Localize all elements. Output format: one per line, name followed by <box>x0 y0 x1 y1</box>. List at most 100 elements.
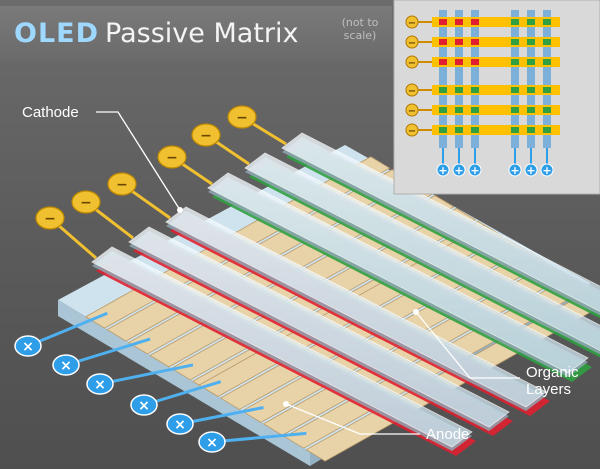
inset-pixel <box>439 59 447 65</box>
organic-leader-dot <box>413 309 419 315</box>
inset-anode-terminal <box>468 163 482 177</box>
negative-sign: − <box>200 128 212 144</box>
inset-pixel <box>511 127 519 133</box>
inset-pixel <box>439 87 447 93</box>
anode-terminal <box>52 354 80 376</box>
inset-anode-terminal <box>524 163 538 177</box>
inset-pixel <box>511 87 519 93</box>
cathode-bar <box>128 226 510 428</box>
organic-layers-label: Organic Layers <box>526 364 579 398</box>
inset-pixel <box>455 59 463 65</box>
positive-sign: × <box>94 377 106 393</box>
title-text: Passive Matrix <box>105 18 299 49</box>
inset-anode-terminal <box>540 163 554 177</box>
negative-sign: − <box>166 150 178 166</box>
inset-pixel <box>455 87 463 93</box>
cathode-terminal <box>227 105 257 129</box>
inset-negative-sign: − <box>408 38 416 49</box>
inset-pixel <box>527 19 535 25</box>
inset-cathode-row <box>432 57 560 67</box>
inset-cathode-terminal <box>405 103 419 117</box>
cathode-bar <box>244 152 600 351</box>
inset-cathode-terminal <box>405 83 419 97</box>
anode-label: Anode <box>426 426 470 443</box>
anode-terminal <box>198 431 226 453</box>
scale-note: (not to scale) <box>341 16 379 42</box>
inset-negative-sign: − <box>408 106 416 117</box>
anode-leader <box>285 403 420 435</box>
inset-positive-sign: + <box>470 164 479 177</box>
inset-cathode-row <box>432 17 560 27</box>
inset-pixel <box>511 59 519 65</box>
inset-pixel <box>471 59 479 65</box>
inset-pixel <box>543 59 551 65</box>
inset-anode-column <box>439 10 447 148</box>
cathode-label: Cathode <box>22 104 79 121</box>
inset-cathode-terminal <box>405 15 419 29</box>
inset-cathode-terminal <box>405 55 419 69</box>
inset-anode-column <box>527 10 535 148</box>
inset-negative-sign: − <box>408 58 416 69</box>
inset-pixel <box>439 127 447 133</box>
negative-sign: − <box>44 211 56 227</box>
negative-sign: − <box>236 110 248 126</box>
negative-sign: − <box>116 177 128 193</box>
inset-cathode-row <box>432 105 560 115</box>
cathode-terminal <box>107 172 137 196</box>
inset-pixel <box>543 107 551 113</box>
inset-negative-sign: − <box>408 126 416 137</box>
inset-pixel <box>543 127 551 133</box>
cathode-leader <box>96 111 181 211</box>
inset-positive-sign: + <box>542 164 551 177</box>
inset-pixel <box>455 39 463 45</box>
inset-pixel <box>439 107 447 113</box>
inset-cathode-row <box>432 85 560 95</box>
inset-anode-terminal <box>452 163 466 177</box>
inset-pixel <box>455 19 463 25</box>
inset-pixel <box>527 107 535 113</box>
inset-cathode-terminal <box>405 35 419 49</box>
anode-terminal <box>166 413 194 435</box>
cathode-bar <box>281 132 600 312</box>
inset-anode-column <box>455 10 463 148</box>
inset-pixel <box>511 19 519 25</box>
negative-sign: − <box>80 195 92 211</box>
inset-negative-sign: − <box>408 86 416 97</box>
inset-pixel <box>471 87 479 93</box>
anode-terminal <box>130 394 158 416</box>
inset-pixel <box>543 87 551 93</box>
anode-wire <box>65 337 151 367</box>
positive-sign: × <box>206 435 218 451</box>
inset-pixel <box>543 39 551 45</box>
inset-anode-terminal <box>508 163 522 177</box>
inset-positive-sign: + <box>526 164 535 177</box>
anode-terminal <box>86 373 114 395</box>
title-banner <box>0 6 392 62</box>
positive-sign: × <box>60 358 72 374</box>
cathode-bar <box>207 172 589 374</box>
inset-pixel <box>527 39 535 45</box>
substrate-front <box>58 300 310 466</box>
positive-sign: × <box>22 339 34 355</box>
inset-positive-sign: + <box>454 164 463 177</box>
anode-wire <box>99 363 194 386</box>
inset-positive-sign: + <box>438 164 447 177</box>
inset-anode-column <box>471 10 479 148</box>
inset-pixel <box>471 127 479 133</box>
inset-pixel <box>471 107 479 113</box>
inset-pixel <box>527 59 535 65</box>
inset-pixel <box>455 107 463 113</box>
inset-positive-sign: + <box>510 164 519 177</box>
inset-pixel <box>527 87 535 93</box>
anode-leader-dot <box>283 401 289 407</box>
anode-terminal <box>14 335 42 357</box>
cathode-leader-dot <box>177 207 183 213</box>
inset-anode-column <box>511 10 519 148</box>
inset-pixel <box>439 19 447 25</box>
inset-pixel <box>543 19 551 25</box>
inset-pixel <box>511 107 519 113</box>
inset-pixel <box>455 127 463 133</box>
inset-cathode-row <box>432 37 560 47</box>
